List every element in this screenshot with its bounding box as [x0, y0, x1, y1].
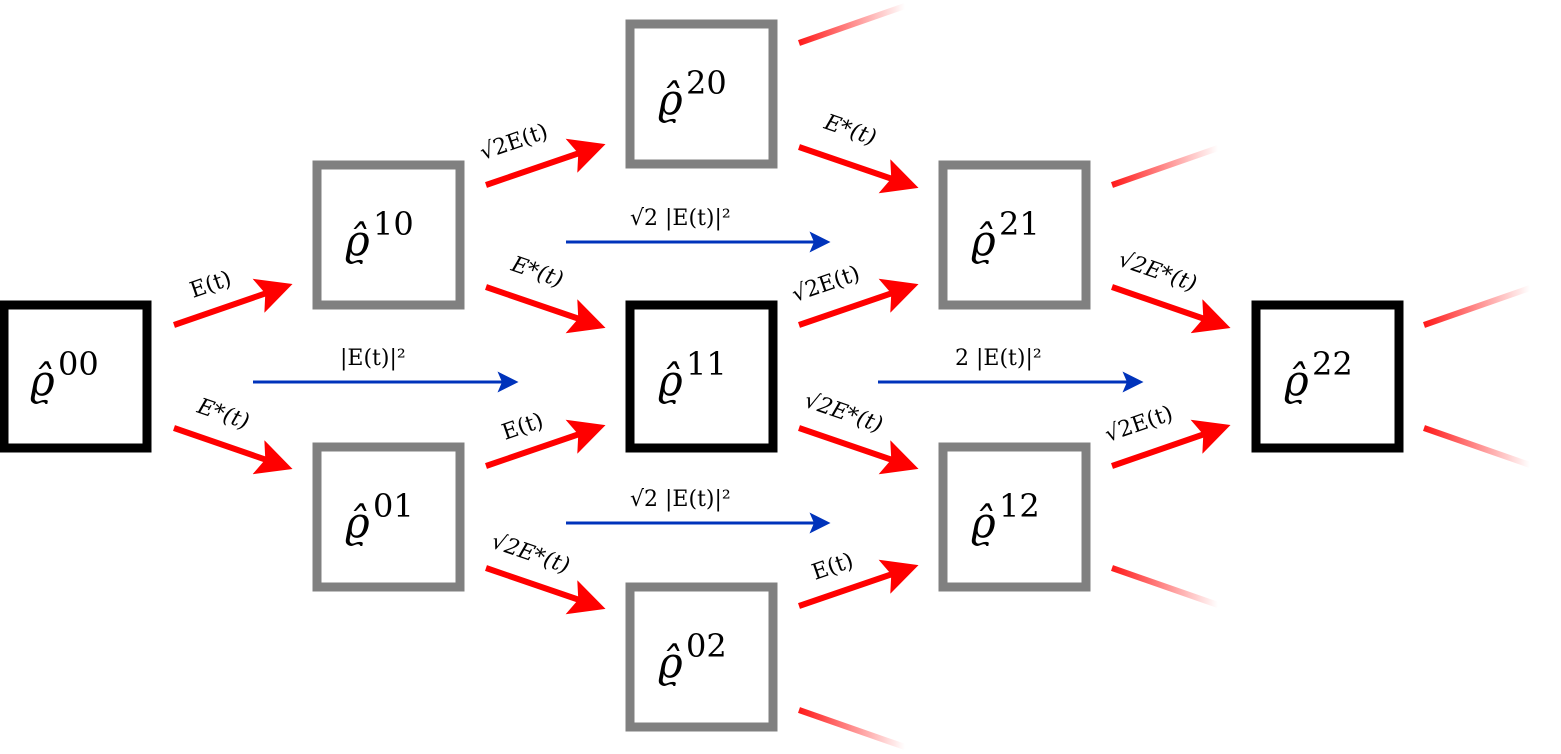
- stub-red: [1423, 425, 1531, 468]
- node-symbol: ϱ̂: [345, 498, 370, 547]
- node-superscript: 01: [373, 487, 414, 525]
- node-rho-21: ϱ̂ 21: [938, 160, 1091, 310]
- node-superscript: 21: [999, 205, 1040, 243]
- edge-label: |E(t)|²: [340, 346, 406, 371]
- node-symbol: ϱ̂: [30, 356, 55, 405]
- node-rho-11: ϱ̂ 11: [625, 300, 778, 453]
- edge-label: E(t): [499, 408, 547, 445]
- node-superscript: 02: [686, 627, 727, 665]
- node-symbol: ϱ̂: [1284, 356, 1309, 405]
- edge-01-12: √2 |E(t)|²: [566, 487, 831, 534]
- node-superscript: 12: [999, 487, 1040, 525]
- edge-label: √2E(t): [1102, 401, 1176, 447]
- edge-00-01: E*(t): [173, 394, 293, 475]
- node-rho-20: ϱ̂ 20: [625, 19, 778, 169]
- node-symbol: ϱ̂: [971, 216, 996, 265]
- edge-11-22: 2 |E(t)|²: [878, 346, 1144, 393]
- edge-label: E*(t): [820, 110, 879, 151]
- edge-01-11: E(t): [485, 408, 606, 469]
- edge-10-11: E*(t): [485, 252, 606, 334]
- edge-01-02: √2E*(t): [485, 529, 606, 615]
- node-rho-10: ϱ̂ 10: [312, 160, 465, 310]
- edge-02-12: E(t): [798, 548, 919, 609]
- edge-20-21: E*(t): [798, 110, 919, 194]
- node-rho-22: ϱ̂ 22: [1251, 300, 1404, 453]
- edge-label: √2E(t): [789, 261, 863, 307]
- edge-21-22: √2E*(t): [1111, 247, 1231, 334]
- edge-label: 2 |E(t)|²: [955, 346, 1042, 371]
- edge-label: E*(t): [507, 252, 566, 293]
- stub-red: [798, 707, 906, 750]
- edge-label: √2 |E(t)|²: [630, 487, 731, 512]
- node-superscript: 20: [686, 64, 727, 102]
- node-superscript: 11: [686, 345, 727, 383]
- stub-red: [1111, 145, 1219, 188]
- node-superscript: 00: [58, 345, 99, 383]
- stub-red: [1423, 285, 1531, 328]
- edge-12-22: √2E(t): [1102, 401, 1231, 469]
- node-symbol: ϱ̂: [345, 216, 370, 265]
- node-symbol: ϱ̂: [658, 356, 683, 405]
- stub-red: [798, 3, 906, 46]
- node-superscript: 10: [373, 205, 414, 243]
- node-rho-12: ϱ̂ 12: [938, 442, 1091, 592]
- node-rho-02: ϱ̂ 02: [625, 582, 778, 732]
- node-rho-01: ϱ̂ 01: [312, 442, 465, 592]
- edge-10-20: √2E(t): [477, 119, 606, 188]
- edge-label: E*(t): [193, 394, 252, 435]
- node-superscript: 22: [1312, 345, 1353, 383]
- edge-label: √2 |E(t)|²: [630, 206, 731, 231]
- edge-label: √2E(t): [477, 119, 551, 165]
- edge-label: E(t): [809, 548, 857, 585]
- edge-11-12: √2E*(t): [798, 388, 919, 475]
- edge-11-21: √2E(t): [789, 261, 919, 328]
- node-symbol: ϱ̂: [658, 75, 683, 124]
- node-symbol: ϱ̂: [658, 638, 683, 687]
- continuation-stubs: [798, 3, 1531, 750]
- node-rho-00: ϱ̂ 00: [0, 300, 152, 453]
- edge-00-10: E(t): [173, 266, 293, 328]
- edge-00-11: |E(t)|²: [253, 346, 519, 393]
- edge-10-21: √2 |E(t)|²: [566, 206, 831, 253]
- edge-label: E(t): [187, 266, 235, 303]
- stub-red: [1111, 565, 1219, 608]
- node-symbol: ϱ̂: [971, 498, 996, 547]
